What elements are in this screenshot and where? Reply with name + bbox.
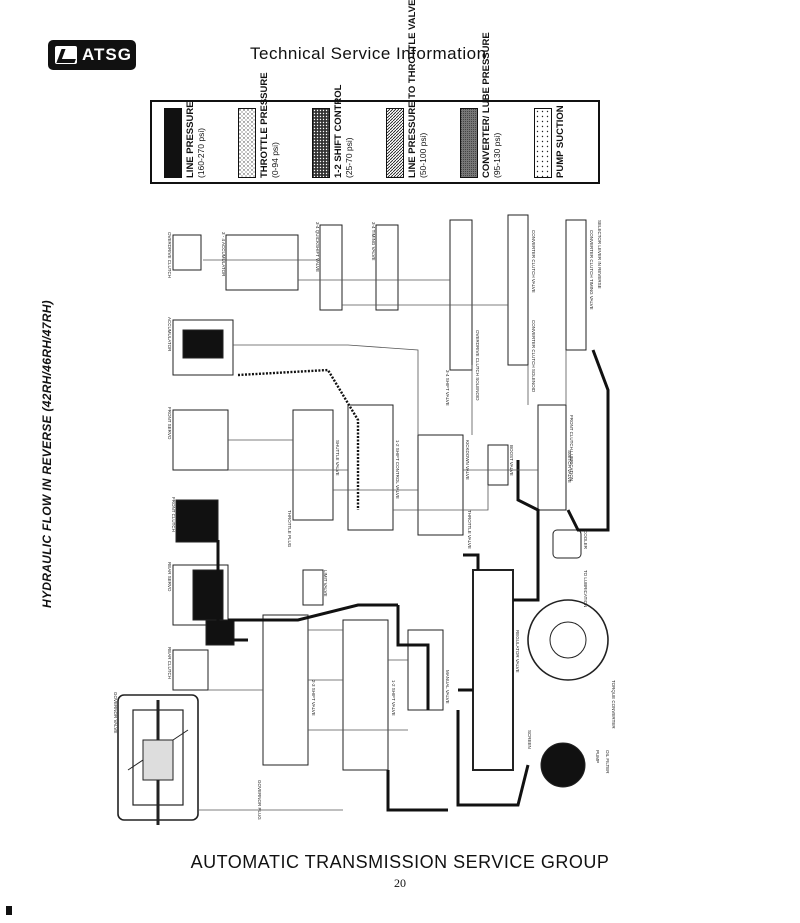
regulator-valve — [472, 569, 514, 771]
legend-swatch — [534, 108, 552, 178]
oil-filter — [540, 742, 586, 788]
label-switch-valve: SWITCH VALVE — [567, 450, 572, 483]
label-converter-solenoid: CONVERTER CLUTCH SOLENOID — [531, 320, 536, 393]
boost-valve — [487, 444, 509, 486]
label-throttle-valve: THROTTLE VALVE — [467, 510, 472, 549]
front-servo — [172, 409, 229, 471]
label-front-clutch: FRONT CLUTCH — [171, 497, 176, 532]
label-torque-converter: TORQUE CONVERTER — [611, 680, 616, 729]
atsg-check-icon — [55, 46, 77, 64]
converter-clutch-valve — [507, 214, 529, 366]
rear-clutch — [172, 649, 209, 691]
shift-valve-34 — [449, 219, 473, 371]
legend-label: 1-2 SHIFT CONTROL(25-70 psi) — [333, 84, 354, 178]
label-timing-valve: 3-4 TIMING VALVE — [371, 222, 376, 261]
label-shift-control-valve: 1-2 SHIFT CONTROL VALVE — [395, 440, 400, 499]
page-corner-mark — [6, 906, 12, 915]
legend-swatch — [312, 108, 330, 178]
label-kickdown-valve: KICKDOWN VALVE — [465, 440, 470, 480]
label-governor-plug: GOVERNOR PLUG — [257, 780, 262, 820]
legend-swatch — [386, 108, 404, 178]
label-regulator-valve: REGULATOR VALVE — [515, 630, 520, 673]
shuttle-valve — [292, 409, 334, 521]
footer-title: AUTOMATIC TRANSMISSION SERVICE GROUP — [190, 852, 610, 872]
shift-control-valve — [347, 404, 394, 531]
thin-passages — [198, 259, 567, 811]
legend-swatch — [238, 108, 256, 178]
shift-valve-23 — [262, 614, 309, 766]
shift-valve-12 — [342, 619, 389, 771]
label-rear-servo: REAR SERVO — [167, 562, 172, 592]
accumulator — [172, 319, 234, 376]
overdrive-valve — [319, 224, 343, 311]
atsg-logo: ATSG — [48, 40, 136, 70]
label-to-lubrication: TO LUBRICATION — [583, 570, 588, 607]
manual-valve — [407, 629, 444, 711]
rear-servo — [172, 564, 229, 626]
label-od-clutch-solenoid: OVERDRIVE CLUTCH SOLENOID — [475, 330, 480, 401]
page-number: 20 — [394, 876, 406, 890]
legend-label: PUMP SUCTION — [555, 105, 566, 178]
overdrive-clutch — [172, 234, 202, 271]
legend-swatch — [164, 108, 182, 178]
label-selector-lever: SELECTOR LEVER IN REVERSE — [597, 220, 602, 289]
switch-valve — [537, 404, 567, 511]
diagram-title: HYDRAULIC FLOW IN REVERSE (42RH/46RH/47R… — [40, 300, 54, 608]
label-shift-valve-12: 1-2 SHIFT VALVE — [391, 680, 396, 716]
label-converter-timing-valve: CONVERTER CLUTCH TIMING VALVE — [589, 230, 594, 310]
header-title: Technical Service Information — [250, 44, 487, 63]
label-screen: SCREEN — [527, 730, 532, 749]
governor-assembly — [117, 694, 199, 825]
label-shift-valve-34: 3-4 SHIFT VALVE — [445, 370, 450, 406]
torque-converter — [527, 599, 609, 681]
legend-label: LINE PRESSURE(160-270 psi) — [185, 101, 206, 178]
legend-label: CONVERTER/ LUBE PRESSURE(95-130 psi) — [481, 32, 502, 178]
logo-text: ATSG — [82, 45, 132, 64]
label-accumulator: ACCUMULATOR — [167, 317, 172, 352]
label-front-clutch-lubrication: FRONT CLUTCH LUBRICATION — [569, 415, 574, 481]
label-accumulator-34: 3 - 4 ACCUMULATOR — [221, 232, 226, 277]
label-governor-valve: GOVERNOR VALVE — [113, 692, 118, 733]
pressure-legend: LINE PRESSURE(160-270 psi) THROTTLE PRESS… — [150, 0, 600, 184]
label-cooler: COOLER — [583, 530, 588, 550]
label-throttle-plug: THROTTLE PLUG — [287, 510, 292, 548]
legend-label: LINE PRESSURE TO THROTTLE VALVE(50-100 p… — [407, 0, 428, 178]
label-overdrive-clutch: OVERDRIVE CLUTCH — [167, 232, 172, 278]
label-quickshift-valve: 3-4 QUICKSHIFT VALVE — [315, 222, 320, 272]
label-oil-filter: OIL FILTER — [605, 750, 610, 774]
label-boost-valve: BOOST VALVE — [509, 445, 514, 476]
line-pressure-circuit — [216, 349, 610, 812]
label-pump: PUMP — [595, 750, 600, 763]
limit-valve — [302, 569, 324, 606]
label-converter-clutch-valve: CONVERTER CLUTCH VALVE — [531, 230, 536, 293]
label-limit-valve: LIMIT VALVE — [323, 570, 328, 597]
timing-valve — [375, 224, 399, 311]
shift-control-circuit — [237, 368, 360, 510]
front-clutch — [175, 499, 219, 543]
legend-label: THROTTLE PRESSURE(0-94 psi) — [259, 72, 280, 178]
cooler — [552, 529, 582, 559]
converter-timing-valve — [565, 219, 587, 351]
hydraulic-circuit-diagram: OVERDRIVE CLUTCH 3 - 4 ACCUMULATOR ACCUMUL… — [113, 214, 616, 825]
label-rear-clutch: REAR CLUTCH — [167, 647, 172, 679]
legend-swatch — [460, 108, 478, 178]
label-shift-valve-23: 2-3 SHIFT VALVE — [311, 680, 316, 716]
kickdown-valve — [417, 434, 464, 536]
accumulator-34 — [225, 234, 299, 291]
label-front-servo: FRONT SERVO — [167, 407, 172, 440]
label-shuttle-valve: SHUTTLE VALVE — [335, 440, 340, 476]
label-manual-valve: MANUAL VALVE — [445, 670, 450, 704]
